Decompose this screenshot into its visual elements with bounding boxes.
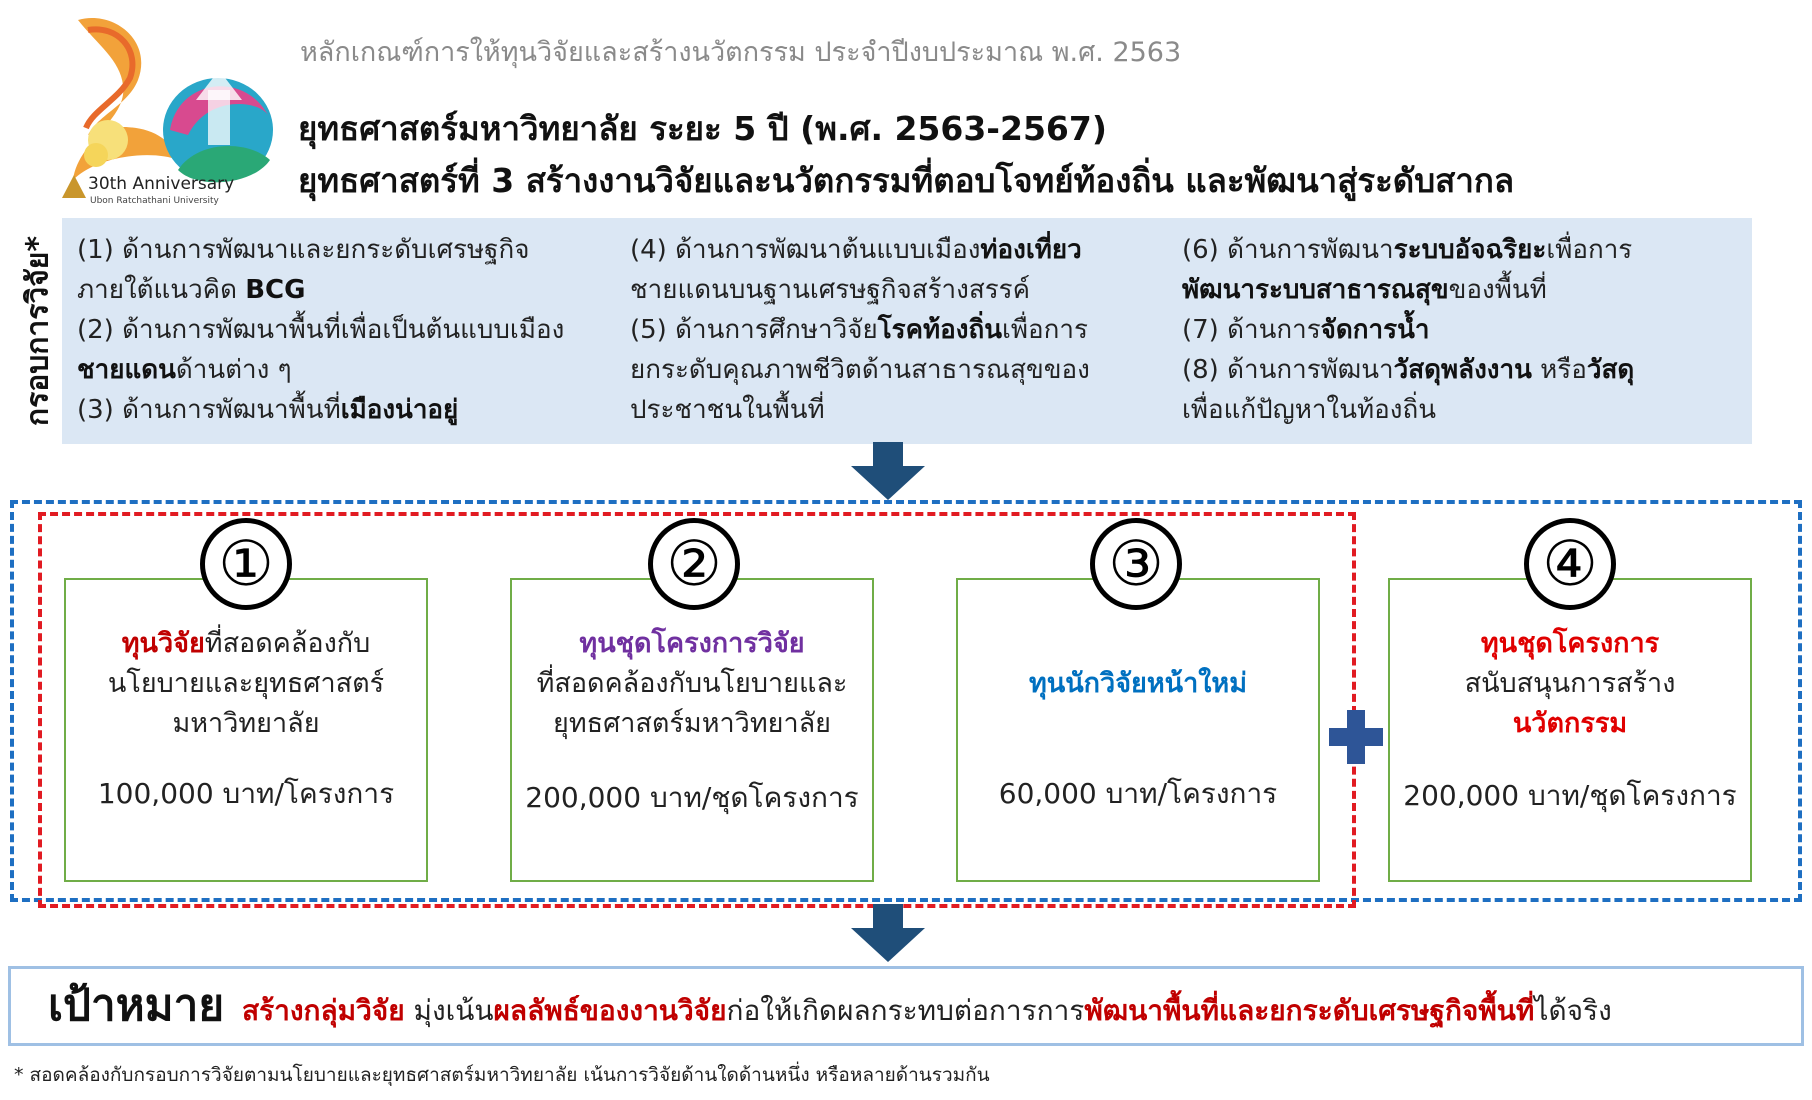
circled-number-4: ④ <box>1524 518 1616 610</box>
card-line: นโยบายและยุทธศาสตร์ <box>107 668 385 699</box>
circled-number-3: ③ <box>1090 518 1182 610</box>
down-arrow-icon <box>851 442 925 500</box>
circled-number-2: ② <box>648 518 740 610</box>
grant-card-1: ทุนวิจัยที่สอดคล้องกับ นโยบายและยุทธศาสต… <box>64 578 428 882</box>
framework-line: (6) ด้านการพัฒนาระบบอัจฉริยะเพื่อการ <box>1182 235 1633 265</box>
blue-dashed-frame <box>10 500 1802 902</box>
anniversary-text: 30th Anniversary <box>88 174 235 194</box>
card-line: มหาวิทยาลัย <box>172 708 320 739</box>
goal-label: เป้าหมาย <box>48 980 225 1031</box>
down-arrow-icon <box>851 904 925 962</box>
framework-column-1: (1) ด้านการพัฒนาและยกระดับเศรษฐกิจ ภายใต… <box>77 230 564 430</box>
framework-line: ประชาชนในพื้นที่ <box>630 395 825 425</box>
card-line: สนับสนุนการสร้าง <box>1464 668 1676 699</box>
framework-line: ยกระดับคุณภาพชีวิตด้านสาธารณสุขของ <box>630 355 1090 385</box>
framework-line: ชายแดนบนฐานเศรษฐกิจสร้างสรรค์ <box>630 275 1031 305</box>
grant-card-3: ทุนนักวิจัยหน้าใหม่ 60,000 บาท/โครงการ <box>956 578 1320 882</box>
card-line: นวัตกรรม <box>1512 708 1628 739</box>
strategy-heading: ยุทธศาสตร์มหาวิทยาลัย ระยะ 5 ปี (พ.ศ. 25… <box>298 109 1107 148</box>
grant-amount: 60,000 บาท/โครงการ <box>998 777 1278 810</box>
framework-line: พัฒนาระบบสาธารณสุขของพื้นที่ <box>1182 275 1547 305</box>
framework-line: (4) ด้านการพัฒนาต้นแบบเมืองท่องเที่ยว <box>630 235 1082 265</box>
circled-number-1: ① <box>200 518 292 610</box>
framework-column-2: (4) ด้านการพัฒนาต้นแบบเมืองท่องเที่ยว ชา… <box>630 230 1090 430</box>
grant-amount: 200,000 บาท/ชุดโครงการ <box>1403 779 1737 812</box>
grant-card-2: ทุนชุดโครงการวิจัย ที่สอดคล้องกับนโยบายแ… <box>510 578 874 882</box>
university-30th-anniversary-logo: 30th Anniversary Ubon Ratchathani Univer… <box>58 10 278 210</box>
framework-column-3: (6) ด้านการพัฒนาระบบอัจฉริยะเพื่อการ พัฒ… <box>1182 230 1634 430</box>
card-title: ทุนชุดโครงการ <box>1480 628 1660 659</box>
framework-line: (8) ด้านการพัฒนาวัสดุพลังงาน หรือวัสดุ <box>1182 355 1635 385</box>
framework-line: (3) ด้านการพัฒนาพื้นที่เมืองน่าอยู่ <box>77 395 459 425</box>
footnote: * สอดคล้องกับกรอบการวิจัยตามนโยบายและยุท… <box>14 1064 990 1086</box>
framework-line: (7) ด้านการจัดการน้ำ <box>1182 315 1430 345</box>
plus-icon <box>1329 710 1383 764</box>
framework-line: ภายใต้แนวคิด BCG <box>77 275 306 305</box>
research-framework-label: กรอบการวิจัย* <box>20 235 56 427</box>
goal-statement: เป้าหมาย สร้างกลุ่มวิจัย มุ่งเน้นผลลัพธ์… <box>48 980 1612 1031</box>
goal-box <box>8 966 1804 1046</box>
framework-line: (1) ด้านการพัฒนาและยกระดับเศรษฐกิจ <box>77 235 530 265</box>
grant-amount: 100,000 บาท/โครงการ <box>97 777 395 810</box>
university-name-text: Ubon Ratchathani University <box>90 196 219 206</box>
strategy-3-heading: ยุทธศาสตร์ที่ 3 สร้างงานวิจัยและนวัตกรรม… <box>298 161 1515 200</box>
card-line: ยุทธศาสตร์มหาวิทยาลัย <box>553 708 831 739</box>
research-framework-box <box>62 218 1752 444</box>
grant-amount: 200,000 บาท/ชุดโครงการ <box>525 781 859 814</box>
card-title: ทุนชุดโครงการวิจัย <box>579 628 805 659</box>
framework-line: เพื่อแก้ปัญหาในท้องถิ่น <box>1182 395 1436 425</box>
framework-line: (5) ด้านการศึกษาวิจัยโรคท้องถิ่นเพื่อการ <box>630 315 1088 345</box>
grant-card-4: ทุนชุดโครงการ สนับสนุนการสร้าง นวัตกรรม … <box>1388 578 1752 882</box>
framework-line: (2) ด้านการพัฒนาพื้นที่เพื่อเป็นต้นแบบเม… <box>77 315 565 345</box>
card-line: ที่สอดคล้องกับนโยบายและ <box>536 668 848 699</box>
card-title: ทุนวิจัยที่สอดคล้องกับ <box>121 628 371 659</box>
framework-line: ชายแดนด้านต่าง ๆ <box>77 355 292 385</box>
card-title: ทุนนักวิจัยหน้าใหม่ <box>1028 668 1248 699</box>
page-subtitle: หลักเกณฑ์การให้ทุนวิจัยและสร้างนวัตกรรม … <box>300 37 1182 68</box>
